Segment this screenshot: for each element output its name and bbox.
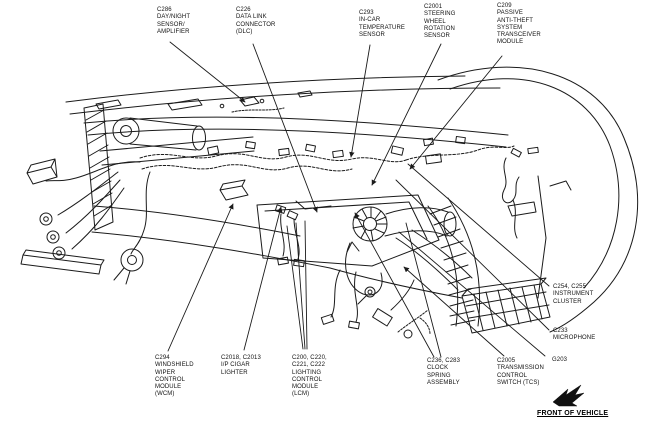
left-harness-branches: [20, 158, 151, 285]
wiring-harness-trunk: [139, 145, 515, 172]
label-c200-c220-c221-c222: C200, C220, C221, C222 LIGHTING CONTROL …: [292, 355, 327, 398]
label-c236-c283: C236, C283 CLOCK SPRING ASSEMBLY: [427, 358, 461, 386]
label-c286: C286 DAY/NIGHT SENSOR/ AMPLIFIER: [157, 7, 191, 35]
label-c2005: C2005 TRANSMISSION CONTROL SWITCH (TCS): [497, 358, 544, 386]
front-of-vehicle-arrow-icon: [552, 384, 585, 407]
label-c2001: C2001 STEERING WHEEL ROTATION SENSOR: [424, 4, 456, 40]
dash-top-details: [95, 90, 313, 113]
label-c209: C209 PASSIVE ANTI-THEFT SYSTEM TRANSCEIV…: [497, 3, 541, 46]
front-of-vehicle-marker: FRONT OF VEHICLE: [537, 384, 647, 417]
steering-column: [345, 206, 473, 296]
lcm-connector-block: [461, 277, 551, 334]
cross-beam: [112, 117, 206, 151]
label-c2018-c2013: C2018, C2013 I/P CIGAR LIGHTER: [221, 355, 261, 376]
label-c293: C293 IN-CAR TEMPERATURE SENSOR: [359, 10, 405, 38]
front-of-vehicle-label: FRONT OF VEHICLE: [537, 410, 609, 417]
label-g203: G203: [552, 357, 568, 363]
leader-lines: [167, 41, 550, 358]
drop-wires: [320, 241, 431, 339]
microphone-pigtail: [501, 146, 539, 239]
label-c226: C226 DATA LINK CONNECTOR (DLC): [236, 7, 276, 35]
label-c233: C233 MICROPHONE: [553, 328, 596, 342]
ribbed-conduit: [427, 197, 481, 327]
label-c254-c255: C254, C255 INSTRUMENT CLUSTER: [553, 284, 594, 305]
glove-box-opening: [99, 136, 440, 267]
harness-connectors: [206, 135, 466, 165]
label-c294: C294 WINDSHIELD WIPER CONTROL MODULE (WC…: [155, 355, 194, 398]
